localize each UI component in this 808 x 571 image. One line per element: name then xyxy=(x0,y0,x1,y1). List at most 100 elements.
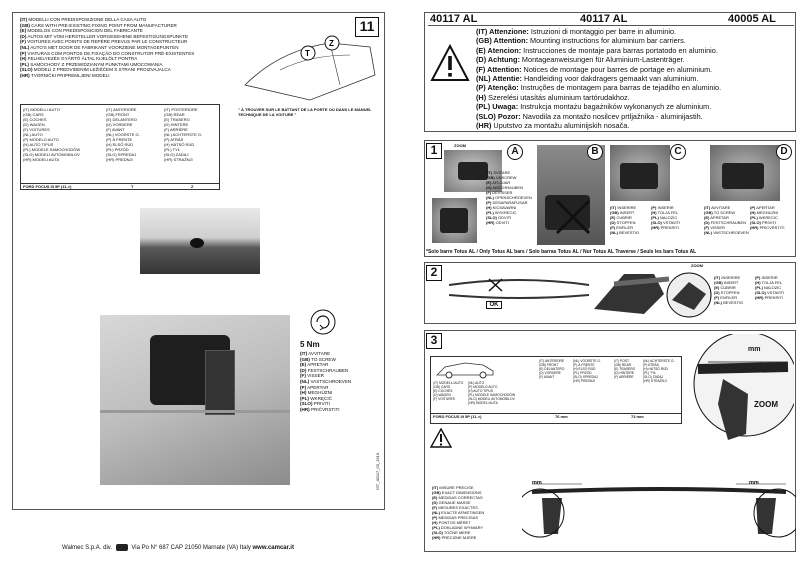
list-line: (D) VORDERE xyxy=(106,122,133,127)
text-line: (E) APRETAR xyxy=(300,362,380,368)
text-line: (H) MEGHÚZNI xyxy=(300,390,380,396)
text-line: (PL) SAMOCHODY Z PRZEWIDZIANYM PUNKTAMI … xyxy=(20,62,230,68)
line-text: Handleiding voor dakdragers gemaakt van … xyxy=(521,74,699,84)
text-line: (PL) Uwaga: Instrukcja montażu bagażnikó… xyxy=(476,102,794,111)
step2-zoom: ZOOM xyxy=(691,263,703,268)
text-line: (F) VOITURES AVEC POINTS DE REPÈRE PREVU… xyxy=(20,39,230,45)
text-line: (F) ENFILER xyxy=(610,225,649,230)
footer-company: Walmec S.p.A. div. xyxy=(62,545,113,552)
screw-note: (IT) AVVITARE(GB) TO SCREW(E) APRETAR(D)… xyxy=(300,351,380,413)
label-t: T xyxy=(305,49,310,58)
measure-mm-right: mm xyxy=(749,480,759,486)
step1-zoom: ZOOM xyxy=(454,143,466,148)
line-text: MESURES EXACTES xyxy=(437,505,478,510)
line-text: ENFILER xyxy=(719,295,738,300)
list-line: (P) ATRÁS xyxy=(164,137,184,142)
line-text: CUBRIR xyxy=(615,215,632,220)
list-line: (H) ELSŐ RÚD xyxy=(106,142,134,147)
list-line: (P) MODELO AUTO xyxy=(23,137,59,142)
line-text: Montageanweisungen für Aluminium-Lastent… xyxy=(519,55,685,65)
lang-code: (H) xyxy=(432,520,438,525)
text-line: (E) Atencion: Instrucciones de montaje p… xyxy=(476,46,794,55)
line-text: MISURE PRECISE xyxy=(438,485,474,490)
text-line: (HR) TVORNIČKI PRIPREMLJENI MODELI xyxy=(20,73,230,79)
step-a-letter: A xyxy=(507,144,523,160)
step3-zoom-circle xyxy=(693,334,794,440)
lang-code: (F) xyxy=(432,505,438,510)
lang-code: (D) xyxy=(714,290,720,295)
code-1: 40117 AL xyxy=(430,13,478,25)
line-text: Instrucciones de montaje para barras por… xyxy=(521,45,718,55)
list-line: (F) AVANT xyxy=(539,375,555,379)
text-line: (P) APERTAR xyxy=(750,205,794,210)
step1c-text: (IT) INSERIRE(GB) INSERT(E) CUBRIR(D) ST… xyxy=(610,205,690,235)
lang-code: (GB) xyxy=(610,210,619,215)
step1-frame xyxy=(424,140,796,257)
lang-code: (PL) Uwaga: xyxy=(476,102,519,112)
text-line: (IT) INSERIRE xyxy=(714,275,753,280)
lang-code: (HR) xyxy=(750,225,759,230)
lang-code: (IT) xyxy=(432,485,439,490)
lang-code: (P) xyxy=(20,50,27,56)
line-text: NALOZIC xyxy=(658,215,678,220)
text-line: (IT) MODELLI CON PREDISPOSIZIONE DELLA C… xyxy=(20,17,230,23)
text-line: (D) GENAUE MASSE xyxy=(432,500,532,505)
lang-code: (P) xyxy=(651,205,657,210)
lang-code: (NL) xyxy=(714,300,722,305)
text-line: (GB) INSERT xyxy=(610,210,649,215)
lang-code: (HR) xyxy=(486,220,495,225)
lang-code: (P) xyxy=(300,384,307,390)
lang-code: (D) Achtung: xyxy=(476,55,520,65)
text-line: (NL) BEVESTIG xyxy=(714,300,753,305)
measure-diagram xyxy=(522,483,796,538)
lang-code: (NL) xyxy=(300,378,310,384)
list-line: (HR) PREDNJI xyxy=(573,379,595,383)
lang-code: (HR) xyxy=(300,406,310,412)
line-text: PRECIZNE MJERE xyxy=(440,535,477,540)
lang-code: (GB) xyxy=(20,22,30,28)
line-text: VISSER xyxy=(709,225,725,230)
text-line: (IT) SVITARE xyxy=(486,170,536,175)
text-line: (GB) INSERT xyxy=(714,280,753,285)
text-line: (H) PONTOS MÉRET xyxy=(432,520,532,525)
lang-code: (SLO) xyxy=(486,215,497,220)
text-line: (F) VISSER xyxy=(704,225,748,230)
list-line: (GB) CARS xyxy=(433,385,451,389)
step1-number: 1 xyxy=(426,143,442,159)
line-text: AVVITARE xyxy=(307,351,331,356)
line-text: KICSAVARNI xyxy=(491,205,517,210)
line-text: INSERT xyxy=(618,210,635,215)
lang-code: (HR) xyxy=(20,72,30,78)
text-line: (D) STOPFEN xyxy=(714,290,753,295)
text-line: (E) APRETAR xyxy=(704,215,748,220)
lang-code: (D) xyxy=(486,185,492,190)
line-text: VASTSCHROEVEN xyxy=(309,378,352,384)
line-text: TVORNIČKI PRIPREMLJENI MODELI xyxy=(29,72,110,78)
s3-model: FORD FOCUS III 5P (11->) xyxy=(433,414,482,419)
camcar-logo xyxy=(115,544,128,551)
list-line: (IT) MODELLI AUTO xyxy=(433,381,464,385)
line-text: Instruções de montagem para barras de te… xyxy=(518,83,722,93)
text-line: (P) APERTAR xyxy=(300,385,380,391)
text-line: (P) INSERIR xyxy=(755,275,794,280)
line-text: INSERT xyxy=(722,280,739,285)
line-text: MODELOS CON PREDISPOSICION DEL FABRICANT… xyxy=(26,28,143,34)
lang-code: (E) xyxy=(714,285,720,290)
text-line: (HR) PRICVRSTITI xyxy=(750,225,794,230)
lang-code: (H) xyxy=(476,92,487,102)
line-text: Uputstvo za montažu aluminijskih nosača. xyxy=(491,121,630,131)
line-text: VSTAVITI xyxy=(765,290,785,295)
step1a-photo xyxy=(432,198,477,243)
text-line: (F) Attention: Notices de montage pour b… xyxy=(476,65,794,74)
line-text: VIATURAS COM PONTOS DE FIXAÇÃO DO CONSTR… xyxy=(26,50,195,56)
text-line: (PL) NALOZIC xyxy=(651,215,690,220)
lang-code: (PL) xyxy=(300,395,309,401)
lang-code: (F) xyxy=(704,225,710,230)
line-text: AUTO'S MET DOOR DE FABRIKANT VOORZIENE M… xyxy=(29,44,179,50)
list-line: (IT) ANTERIORE xyxy=(539,359,565,363)
code-2: 40117 AL xyxy=(580,13,628,25)
text-line: (PL) WYKRECIC xyxy=(486,210,536,215)
text-line: (H) Szerelési utasítás aluminium tartóru… xyxy=(476,93,794,102)
line-text: MODELI Z PREDVIDENIM LEŽIŠČEM S STRANI P… xyxy=(32,67,171,73)
step3-table: (IT) MODELLI AUTO(GB) CARS(E) COCHES(D) … xyxy=(430,356,682,424)
